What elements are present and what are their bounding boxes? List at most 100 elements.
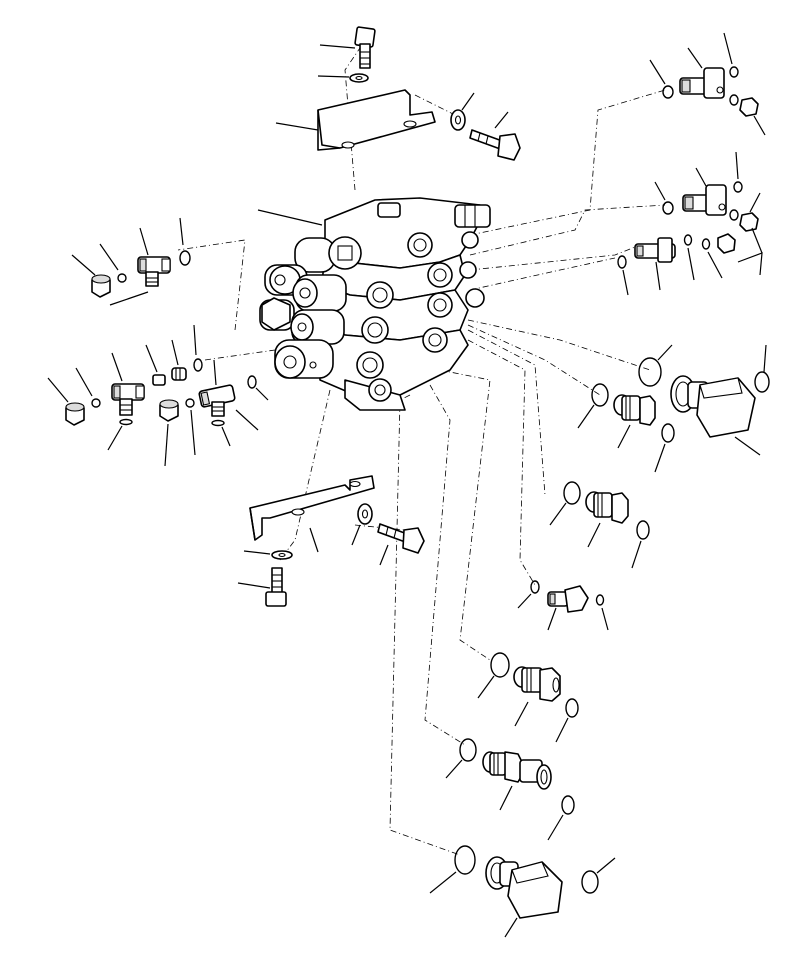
- tee-fitting-left-lower-1: [111, 383, 145, 416]
- leader-tee-right-top-2: [695, 167, 707, 187]
- leader-o-ring-adapter-3a: [477, 675, 495, 699]
- plug-right-top-2: [739, 212, 759, 232]
- leader-o-ring-adapter-4b: [547, 814, 564, 841]
- washer-lower-left: [271, 550, 293, 560]
- leader-nut-left-middle: [145, 344, 158, 373]
- washer-top: [349, 73, 369, 83]
- leader-straight-adapter-1: [617, 424, 631, 449]
- o-ring-adapter-3a: [490, 652, 510, 678]
- leader-adapter-left-middle: [171, 339, 179, 366]
- assembly-lines: [177, 44, 666, 856]
- leader-o-ring-left-lower-1: [75, 367, 93, 397]
- o-ring-adapter-2a: [563, 481, 581, 505]
- leader-washer-top: [317, 75, 350, 78]
- tee-fitting-left-upper: [137, 256, 171, 287]
- leader-tee-right-top-1: [687, 47, 703, 69]
- leader-bolt-top: [319, 44, 356, 49]
- leader-tee-left-upper: [139, 227, 149, 256]
- leader-bolt-lower-left: [237, 582, 271, 589]
- o-ring-right-top-2b: [733, 181, 743, 193]
- o-ring-block-elbow-bottom-1: [454, 845, 476, 875]
- control-valve-body: [259, 197, 491, 411]
- leader-tee-right-mid: [655, 261, 661, 291]
- leader-o-ring-adapter-3b: [555, 717, 569, 743]
- o-ring-right-top-2c: [729, 209, 739, 221]
- nut-left-middle: [152, 374, 166, 386]
- leader-o-ring-adapter-1a: [577, 404, 595, 429]
- o-ring-left-lower-2: [185, 398, 195, 408]
- leader-washer-lower-left: [243, 550, 271, 555]
- tee-fitting-right-top-1: [679, 67, 725, 99]
- o-ring-adapter-1a: [591, 383, 609, 407]
- adapter-left-middle: [171, 367, 187, 381]
- leader-plug-right-mid: [737, 252, 763, 276]
- leader-straight-adapter-4: [499, 785, 513, 811]
- relief-valve: [454, 204, 491, 308]
- o-ring-adapter-4b: [561, 795, 575, 815]
- leader-o-ring-adapter-2a: [549, 502, 567, 526]
- o-ring-right-mid-1: [617, 255, 627, 269]
- o-ring-left-upper-2: [179, 250, 191, 266]
- o-ring-left-lower-1b: [119, 418, 133, 426]
- o-ring-block-elbow-bottom-2: [581, 870, 599, 894]
- o-ring-right-top-1b: [729, 66, 739, 78]
- leader-bolt-lower-right: [379, 544, 389, 566]
- straight-adapter-2: [585, 491, 629, 524]
- plug-right-top-1: [739, 97, 759, 117]
- leader-o-ring-left-lower-2: [190, 409, 196, 456]
- leader-valve-body: [257, 209, 323, 226]
- leader-o-ring-adapter-2b: [631, 540, 642, 569]
- leader-plug-left-lower-1: [47, 377, 69, 403]
- o-ring-left-upper-1: [117, 273, 127, 283]
- leader-straight-adapter-3: [514, 701, 529, 727]
- straight-adapter-1: [613, 394, 656, 426]
- o-ring-left-middle: [193, 358, 203, 372]
- leader-o-ring-left-upper-1: [99, 243, 119, 271]
- bolt-lower-left: [265, 567, 287, 607]
- leader-o-ring-left-lower-2b: [221, 426, 231, 447]
- leader-o-ring-small-elbow-b: [601, 607, 609, 631]
- straight-adapter-3: [513, 666, 561, 702]
- o-ring-right-top-1: [662, 85, 674, 99]
- leader-elbow-adapter-small: [547, 607, 557, 631]
- bolt-right-bracket: [469, 129, 521, 161]
- o-ring-right-mid-2: [683, 234, 693, 246]
- leader-plug-left-lower-2: [164, 423, 169, 467]
- leader-o-ring-left-lower-2c: [255, 387, 269, 401]
- o-ring-adapter-4a: [459, 738, 477, 762]
- leader-upper-bracket: [275, 122, 319, 131]
- tee-fitting-right-mid: [634, 237, 676, 263]
- washer-right-bracket: [450, 109, 466, 131]
- leader-o-ring-right-top-2b: [735, 151, 739, 180]
- o-ring-adapter-3b: [565, 698, 579, 718]
- bolt-lower-right: [377, 523, 425, 554]
- leader-o-ring-right-mid-3: [707, 251, 723, 279]
- leader-tee-left-upper-bottom: [109, 291, 149, 306]
- block-elbow-fitting-bottom: [485, 856, 563, 919]
- o-ring-right-top-2: [662, 201, 674, 215]
- leader-plug-right-top-2: [749, 192, 761, 213]
- bolt-top: [354, 26, 376, 69]
- leader-o-ring-right-top-1b: [723, 32, 733, 65]
- o-ring-block-elbow-top-2: [754, 371, 770, 393]
- leader-block-elbow-bottom: [504, 917, 518, 938]
- straight-adapter-4: [482, 751, 552, 790]
- leader-tee-left-lower-2: [213, 359, 217, 386]
- o-ring-right-mid-3: [701, 238, 711, 250]
- washer-lower-right: [357, 503, 373, 525]
- o-ring-adapter-1b: [661, 423, 675, 443]
- leader-o-ring-left-lower-1b: [107, 425, 123, 451]
- leader-washer-right: [461, 92, 475, 111]
- o-ring-small-elbow-b: [595, 594, 605, 606]
- spool-caps: [259, 236, 362, 379]
- o-ring-left-lower-1: [91, 398, 101, 408]
- o-ring-small-elbow-a: [530, 580, 540, 594]
- leader-straight-adapter-2: [587, 522, 601, 548]
- leader-block-elbow-top: [734, 436, 761, 456]
- leader-o-ring-left-upper-2: [179, 217, 184, 246]
- o-ring-block-elbow-top-1: [638, 357, 662, 387]
- leader-o-ring-adapter-1b: [654, 443, 666, 473]
- lower-bracket: [249, 475, 375, 541]
- tee-fitting-left-lower-2: [198, 384, 236, 417]
- leader-plug-right-top-1: [753, 115, 766, 136]
